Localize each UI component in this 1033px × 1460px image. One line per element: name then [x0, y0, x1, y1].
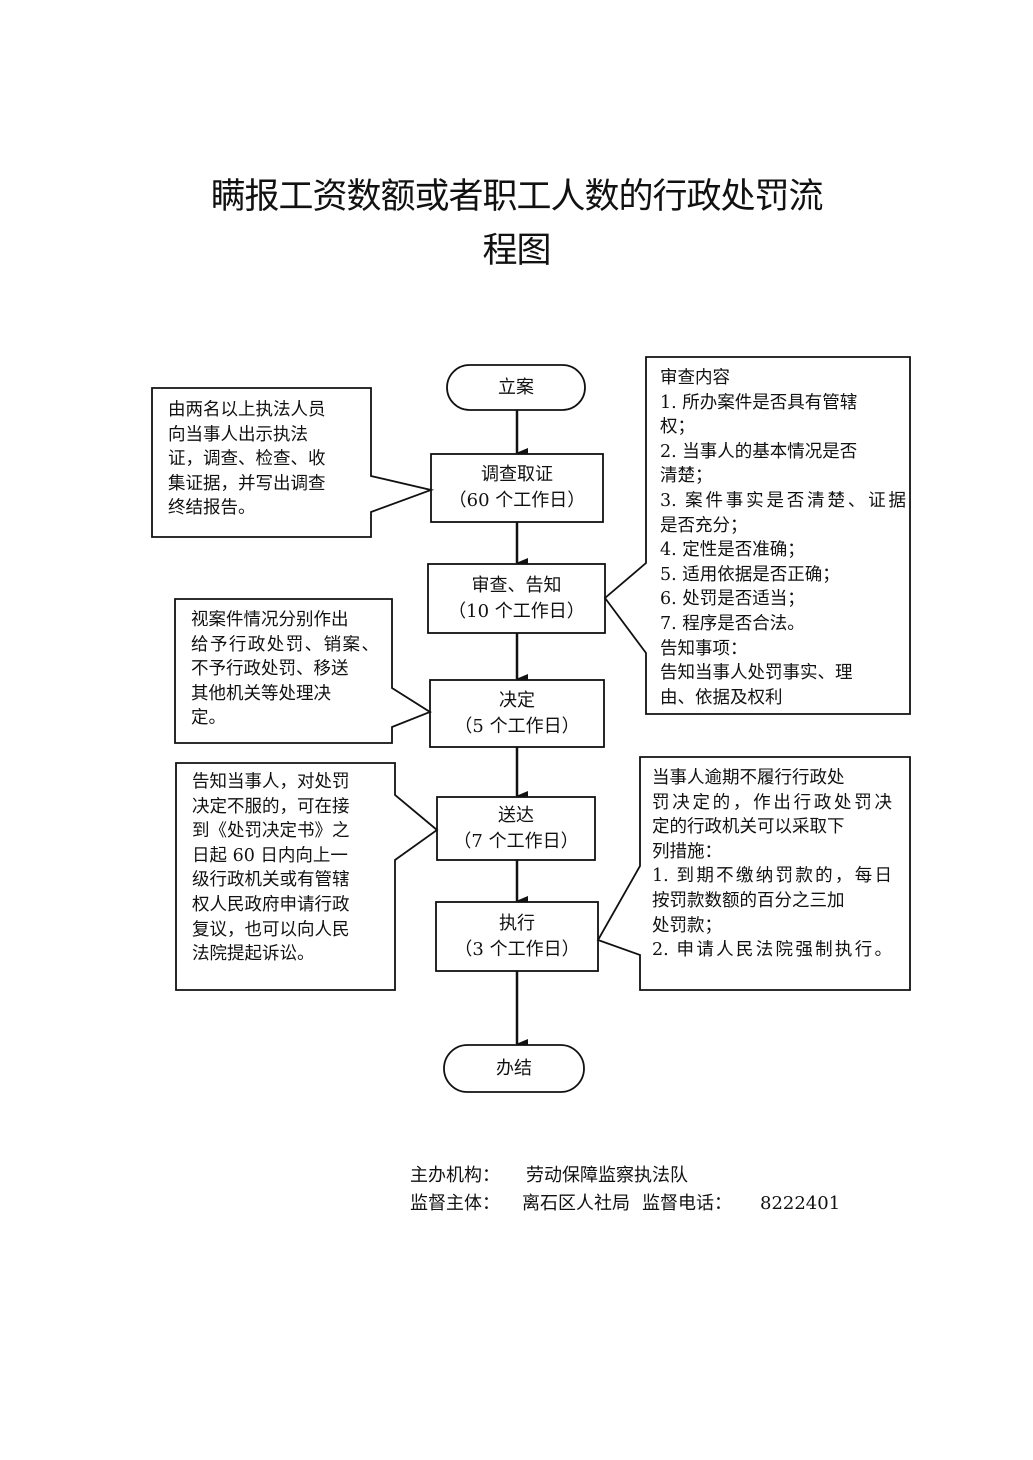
- diagram-title-line1: 瞒报工资数额或者职工人数的行政处罚流: [210, 177, 823, 217]
- organizer-value: 劳动保障监察执法队: [526, 1165, 688, 1186]
- note-line: 视案件情况分别作出: [191, 610, 349, 630]
- organizer-label: 主办机构：: [410, 1165, 500, 1186]
- note-deliver-callout: [175, 762, 439, 991]
- step-deliver: 送达 （7 个工作日）: [437, 797, 595, 860]
- step-decide-shape: [429, 679, 605, 748]
- note-line: 证，调查、检查、收: [168, 449, 326, 470]
- note-line: 告知当事人，对处罚: [192, 772, 350, 792]
- note-line: 4. 定性是否准确；: [660, 540, 805, 561]
- note-line: 由两名以上执法人员: [168, 400, 326, 420]
- note-line: 1. 到期不缴纳罚款的，每日: [652, 866, 892, 887]
- footer-organizer: 主办机构： 劳动保障监察执法队: [410, 1161, 688, 1187]
- note-line: 决定不服的，可在接: [192, 796, 350, 817]
- note-line: 审查内容: [660, 368, 730, 388]
- note-line: 告知事项：: [660, 638, 748, 659]
- phone-label: 监督电话：: [642, 1193, 732, 1214]
- note-line: 终结报告。: [168, 498, 256, 519]
- note-line: 定。: [191, 708, 226, 729]
- note-review-callout: [603, 356, 911, 715]
- diagram-title-line2: 程图: [482, 231, 551, 271]
- step-execute-shape: [435, 901, 599, 972]
- step-execute: 执行 （3 个工作日）: [436, 902, 598, 971]
- supervisor-label: 监督主体：: [410, 1193, 500, 1214]
- note-line: 法院提起诉讼。: [192, 944, 315, 965]
- note-line: 6. 处罚是否适当；: [660, 589, 805, 610]
- note-investigate: 由两名以上执法人员向当事人出示执法证，调查、检查、收集证据，并写出调查终结报告。: [168, 398, 356, 521]
- note-execute: 当事人逾期不履行行政处罚决定的，作出行政处罚决定的行政机关可以采取下列措施： 1.…: [652, 766, 892, 963]
- step-decide: 决定 （5 个工作日）: [430, 680, 604, 747]
- start-label: 立案: [498, 376, 534, 398]
- note-decide-callout: [174, 598, 432, 744]
- note-line: 权；: [660, 417, 695, 438]
- step-investigate-shape: [430, 453, 604, 523]
- note-line: 2. 当事人的基本情况是否: [660, 441, 858, 462]
- note-line: 1. 所办案件是否具有管辖: [660, 392, 858, 413]
- start-terminal-shape: [446, 364, 586, 411]
- note-line: 按罚款数额的百分之三加: [652, 890, 845, 911]
- step-investigate: 调查取证 （60 个工作日）: [431, 454, 603, 522]
- note-line: 是否充分；: [660, 515, 748, 536]
- note-line: 2. 申请人民法院强制执行。: [652, 940, 892, 961]
- note-line: 当事人逾期不履行行政处: [652, 768, 845, 788]
- step-duration: （5 个工作日）: [454, 715, 580, 737]
- step-duration: （3 个工作日）: [454, 938, 580, 960]
- note-line: 集证据，并写出调查: [168, 473, 326, 494]
- footer-supervisor: 监督主体： 离石区人社局监督电话： 8222401: [410, 1189, 840, 1215]
- note-investigate-callout: [151, 387, 435, 538]
- step-name: 送达: [498, 804, 534, 826]
- note-line: 罚决定的，作出行政处罚决: [652, 792, 892, 813]
- note-line: 5. 适用依据是否正确；: [660, 564, 840, 585]
- note-line: 日起 60 日内向上一: [192, 845, 348, 866]
- note-line: 给予行政处罚、销案、: [191, 634, 379, 655]
- step-name: 审查、告知: [471, 574, 562, 596]
- note-line: 到《处罚决定书》之: [192, 821, 350, 842]
- note-deliver: 告知当事人，对处罚决定不服的，可在接到《处罚决定书》之日起 60 日内向上一级行…: [192, 770, 380, 967]
- note-line: 其他机关等处理决: [191, 683, 331, 704]
- step-duration: （7 个工作日）: [453, 830, 579, 852]
- supervisor-value: 离石区人社局: [522, 1193, 630, 1214]
- step-duration: （60 个工作日）: [448, 490, 586, 511]
- phone-value: 8222401: [760, 1193, 841, 1214]
- step-review: 审查、告知 （10 个工作日）: [428, 564, 605, 633]
- step-deliver-shape: [436, 796, 596, 861]
- note-line: 清楚；: [660, 466, 713, 487]
- note-line: 告知当事人处罚事实、理: [660, 663, 853, 684]
- note-line: 处罚款；: [652, 915, 722, 936]
- end-terminal-shape: [443, 1044, 585, 1093]
- note-line: 7. 程序是否合法。: [660, 613, 805, 634]
- step-name: 调查取证: [481, 464, 553, 485]
- note-line: 由、依据及权利: [660, 687, 783, 708]
- note-line: 不予行政处罚、移送: [191, 659, 349, 680]
- note-line: 列措施：: [652, 841, 722, 862]
- end-terminal: 办结: [444, 1045, 584, 1092]
- note-decide: 视案件情况分别作出给予行政处罚、销案、不予行政处罚、移送其他机关等处理决定。: [191, 608, 379, 731]
- note-review: 审查内容 1. 所办案件是否具有管辖权； 2. 当事人的基本情况是否清楚； 3. 案件…: [660, 366, 906, 710]
- step-name: 决定: [499, 689, 535, 711]
- note-line: 向当事人出示执法: [168, 424, 308, 445]
- step-duration: （10 个工作日）: [448, 600, 585, 622]
- note-line: 权人民政府申请行政: [192, 894, 350, 915]
- note-execute-callout: [596, 756, 911, 991]
- start-terminal: 立案: [447, 365, 585, 410]
- end-label: 办结: [496, 1057, 532, 1079]
- note-line: 3. 案件事实是否清楚、证据: [660, 490, 906, 511]
- note-line: 复议，也可以向人民: [192, 919, 350, 940]
- note-line: 定的行政机关可以采取下: [652, 817, 845, 838]
- note-line: 级行政机关或有管辖: [192, 870, 350, 891]
- step-name: 执行: [499, 912, 535, 934]
